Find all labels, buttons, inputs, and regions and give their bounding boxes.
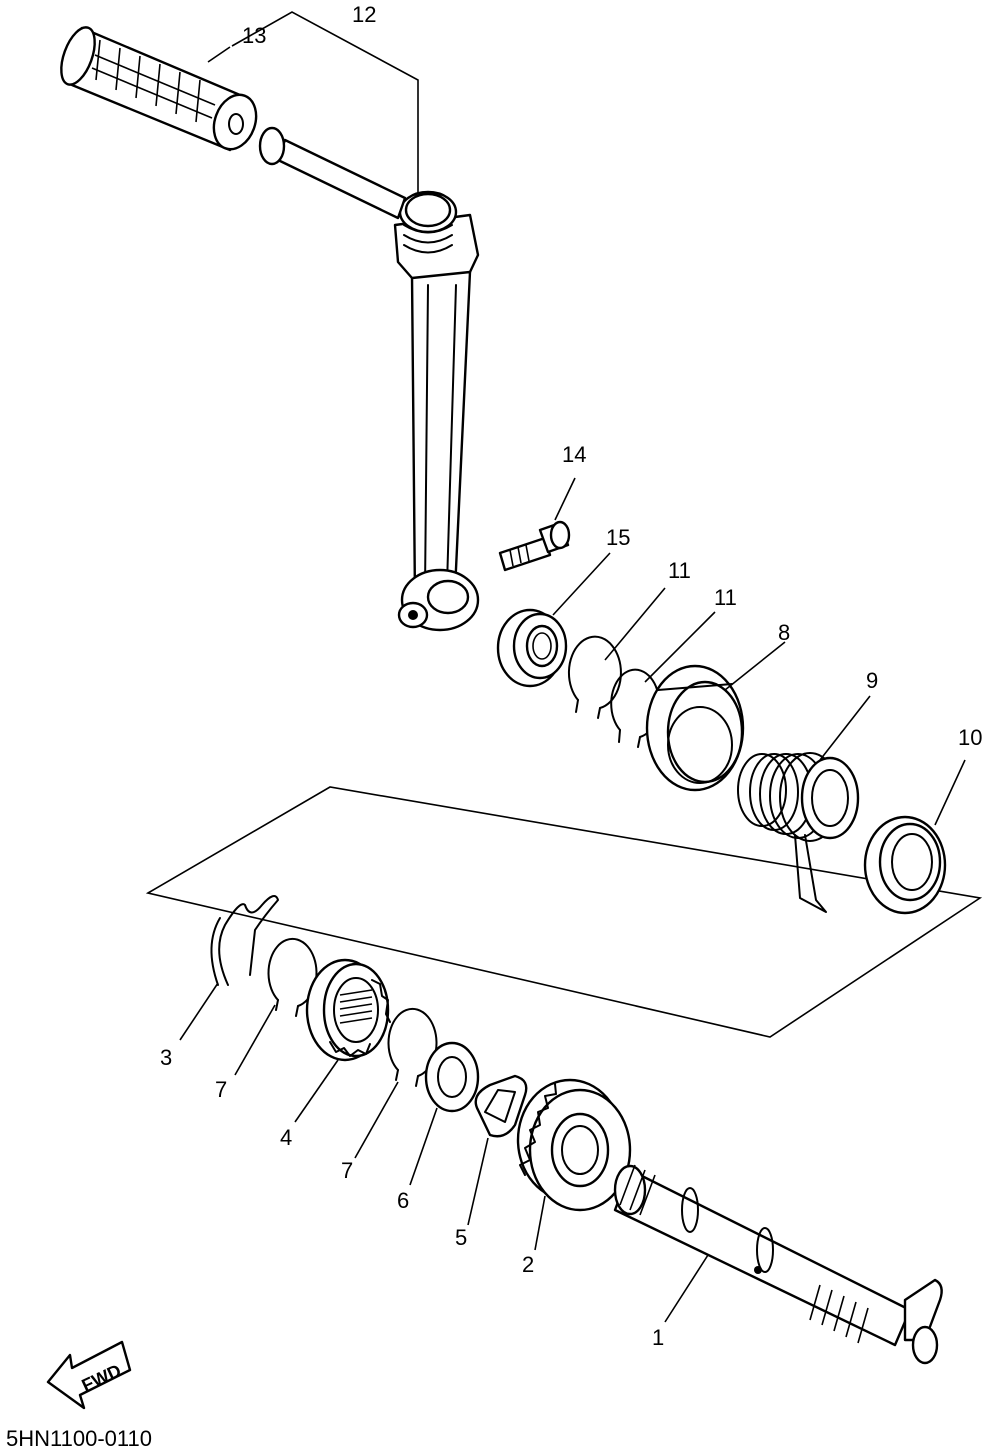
callout-7b: 7 bbox=[341, 1158, 353, 1183]
callout-11a: 11 bbox=[668, 558, 691, 583]
group-bracket-12 bbox=[231, 11, 419, 200]
callout-10: 10 bbox=[958, 725, 982, 750]
drawing-code: 5HN1100-0110 bbox=[6, 1426, 152, 1451]
callout-9: 9 bbox=[866, 668, 878, 693]
callout-3: 3 bbox=[160, 1045, 172, 1070]
callout-11b: 11 bbox=[714, 585, 737, 610]
spring-clip bbox=[210, 895, 279, 986]
callout-5: 5 bbox=[455, 1225, 467, 1250]
callout-4: 4 bbox=[280, 1125, 292, 1150]
callout-6: 6 bbox=[397, 1188, 409, 1213]
leader-lines bbox=[179, 46, 966, 1323]
circlip-upper bbox=[567, 635, 622, 719]
sub-assembly-frame bbox=[145, 786, 983, 1038]
kick-gear bbox=[516, 1078, 632, 1212]
kick-spring bbox=[474, 1074, 528, 1138]
callout-12: 12 bbox=[352, 2, 376, 27]
washer bbox=[424, 1041, 480, 1113]
callout-15: 15 bbox=[606, 525, 630, 550]
callout-13: 13 bbox=[242, 23, 266, 48]
bolt bbox=[498, 520, 571, 572]
callout-1: 1 bbox=[652, 1325, 664, 1350]
kick-lever bbox=[393, 190, 480, 632]
callout-14: 14 bbox=[562, 442, 586, 467]
oil-seal bbox=[496, 608, 568, 688]
torsion-spring bbox=[737, 752, 860, 913]
kick-pedal-grip bbox=[60, 26, 258, 152]
forward-arrow-icon: FWD bbox=[46, 1340, 132, 1410]
spring-guide bbox=[863, 815, 947, 915]
callout-7a: 7 bbox=[215, 1077, 227, 1102]
callout-2: 2 bbox=[522, 1252, 534, 1277]
callouts: 1 2 3 4 5 6 7 7 8 9 10 11 11 12 13 14 15 bbox=[160, 2, 982, 1350]
ratchet-wheel bbox=[305, 958, 391, 1062]
callout-8: 8 bbox=[778, 620, 790, 645]
pedal-shaft bbox=[258, 126, 407, 220]
spring-cover bbox=[645, 664, 745, 792]
kick-axle bbox=[613, 1164, 943, 1365]
